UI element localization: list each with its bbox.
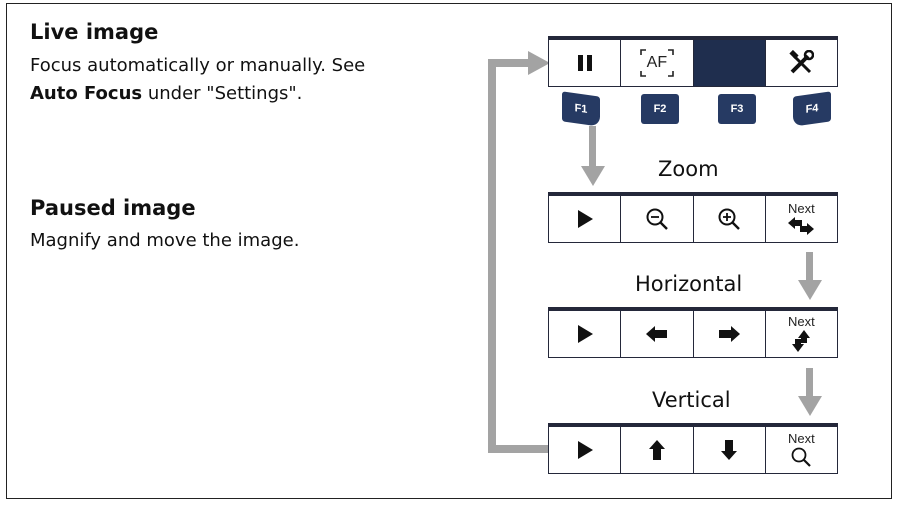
next-magnifier-icon	[791, 447, 812, 467]
auto-focus-icon	[640, 49, 674, 77]
f1-to-zoom-arrowhead-icon	[581, 166, 605, 186]
live-description-tail: under "Settings".	[142, 83, 303, 104]
paused-image-heading: Paused image	[30, 196, 196, 220]
tools-button[interactable]	[764, 40, 837, 86]
horizontal-to-vertical-line	[806, 368, 813, 398]
horizontal-to-vertical-arrowhead-icon	[798, 396, 822, 416]
live-image-description: Focus automatically or manually. See Aut…	[30, 52, 365, 108]
arrow-left-icon	[645, 326, 667, 342]
loop-arrowhead-icon	[528, 51, 550, 75]
auto-focus-reference: Auto Focus	[30, 83, 143, 104]
zoom-in-icon	[718, 208, 740, 230]
move-up-button[interactable]	[620, 427, 693, 473]
live-image-heading: Live image	[30, 20, 159, 44]
live-button-bar: AF	[548, 36, 838, 87]
f1-to-zoom-line	[589, 126, 596, 170]
zoom-title: Zoom	[658, 157, 719, 181]
loop-line-vertical	[488, 59, 496, 453]
paused-image-description: Magnify and move the image.	[30, 230, 300, 251]
horizontal-next-button[interactable]: Next	[764, 311, 837, 357]
play-icon	[577, 210, 593, 228]
play-icon	[577, 325, 593, 343]
loop-line-top	[488, 59, 532, 67]
zoom-to-horizontal-arrowhead-icon	[798, 280, 822, 300]
zoom-next-button[interactable]: Next	[764, 196, 837, 242]
move-left-button[interactable]	[620, 311, 693, 357]
pause-button[interactable]	[549, 40, 621, 86]
zoom-play-button[interactable]	[549, 196, 621, 242]
f3-key[interactable]: F3	[718, 94, 756, 124]
zoom-out-icon	[646, 208, 668, 230]
zoom-out-button[interactable]	[620, 196, 693, 242]
f2-key[interactable]: F2	[641, 94, 679, 124]
horizontal-title: Horizontal	[635, 272, 743, 296]
f1-key[interactable]: F1	[562, 91, 600, 127]
next-horizontal-arrows-icon	[788, 217, 815, 235]
next-vertical-arrows-icon	[792, 330, 811, 352]
play-icon	[577, 441, 593, 459]
arrow-right-icon	[719, 326, 741, 342]
horizontal-next-label: Next	[788, 314, 815, 329]
arrow-down-icon	[721, 440, 738, 460]
loop-line-bottom	[488, 445, 548, 453]
vertical-title: Vertical	[652, 388, 731, 412]
zoom-next-label: Next	[788, 201, 815, 216]
horizontal-button-bar: Next	[548, 307, 838, 358]
vertical-next-button[interactable]: Next	[764, 427, 837, 473]
blank-button[interactable]	[692, 40, 765, 86]
move-down-button[interactable]	[692, 427, 765, 473]
vertical-next-label: Next	[788, 431, 815, 446]
arrow-up-icon	[648, 440, 665, 460]
live-description-line1: Focus automatically or manually. See	[30, 55, 366, 76]
diagram-frame	[6, 3, 892, 499]
auto-focus-button[interactable]: AF	[620, 40, 693, 86]
pause-icon	[577, 55, 592, 71]
move-right-button[interactable]	[692, 311, 765, 357]
zoom-button-bar: Next	[548, 192, 838, 243]
zoom-to-horizontal-line	[806, 252, 813, 282]
af-label: AF	[646, 54, 668, 71]
vertical-play-button[interactable]	[549, 427, 621, 473]
vertical-button-bar: Next	[548, 423, 838, 474]
f4-key[interactable]: F4	[793, 91, 831, 127]
zoom-in-button[interactable]	[692, 196, 765, 242]
horizontal-play-button[interactable]	[549, 311, 621, 357]
tools-icon	[789, 50, 815, 74]
